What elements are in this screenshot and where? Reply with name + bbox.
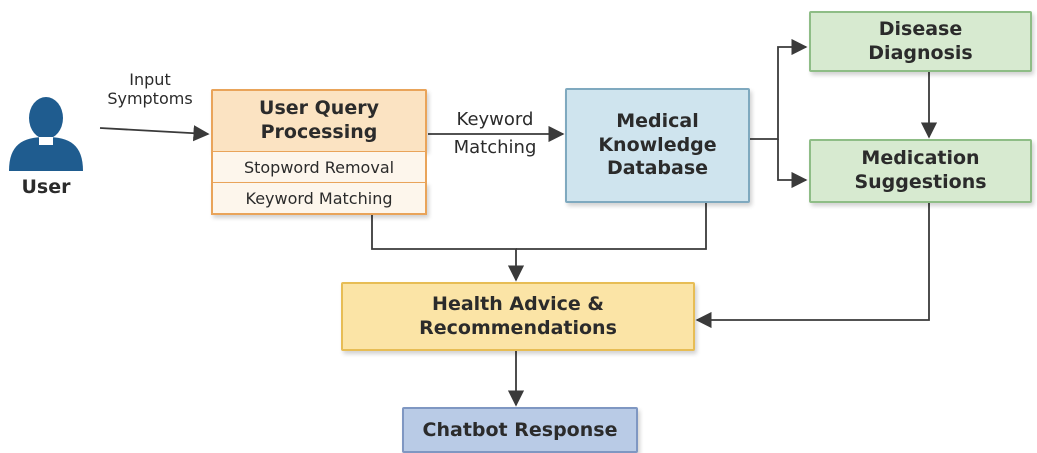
health-advice-box: Health Advice & Recommendations: [341, 282, 695, 351]
user-icon: [9, 97, 83, 171]
keyword-matching-edge-label: Keyword Matching: [453, 109, 537, 158]
medical-knowledge-database-box: Medical Knowledge Database: [565, 88, 750, 203]
stopword-removal-step: Stopword Removal: [211, 151, 427, 182]
keyword-matching-step: Keyword Matching: [211, 182, 427, 215]
user-query-processing-box: User Query Processing: [211, 89, 427, 151]
disease-diagnosis-box: Disease Diagnosis: [809, 11, 1032, 72]
user-label: User: [21, 176, 71, 198]
arrow-user-to-query: [99, 125, 210, 142]
arrow-database-to-medication: [777, 139, 808, 189]
medication-suggestions-box: Medication Suggestions: [809, 139, 1032, 203]
input-symptoms-label: Input Symptoms: [107, 70, 193, 109]
chatbot-response-box: Chatbot Response: [402, 407, 638, 453]
arrow-database-to-diagnosis: [750, 38, 808, 140]
line-database-to-advice: [516, 203, 707, 250]
arrow-medication-to-advice: [695, 203, 930, 329]
arrow-query-to-advice: [371, 215, 525, 282]
